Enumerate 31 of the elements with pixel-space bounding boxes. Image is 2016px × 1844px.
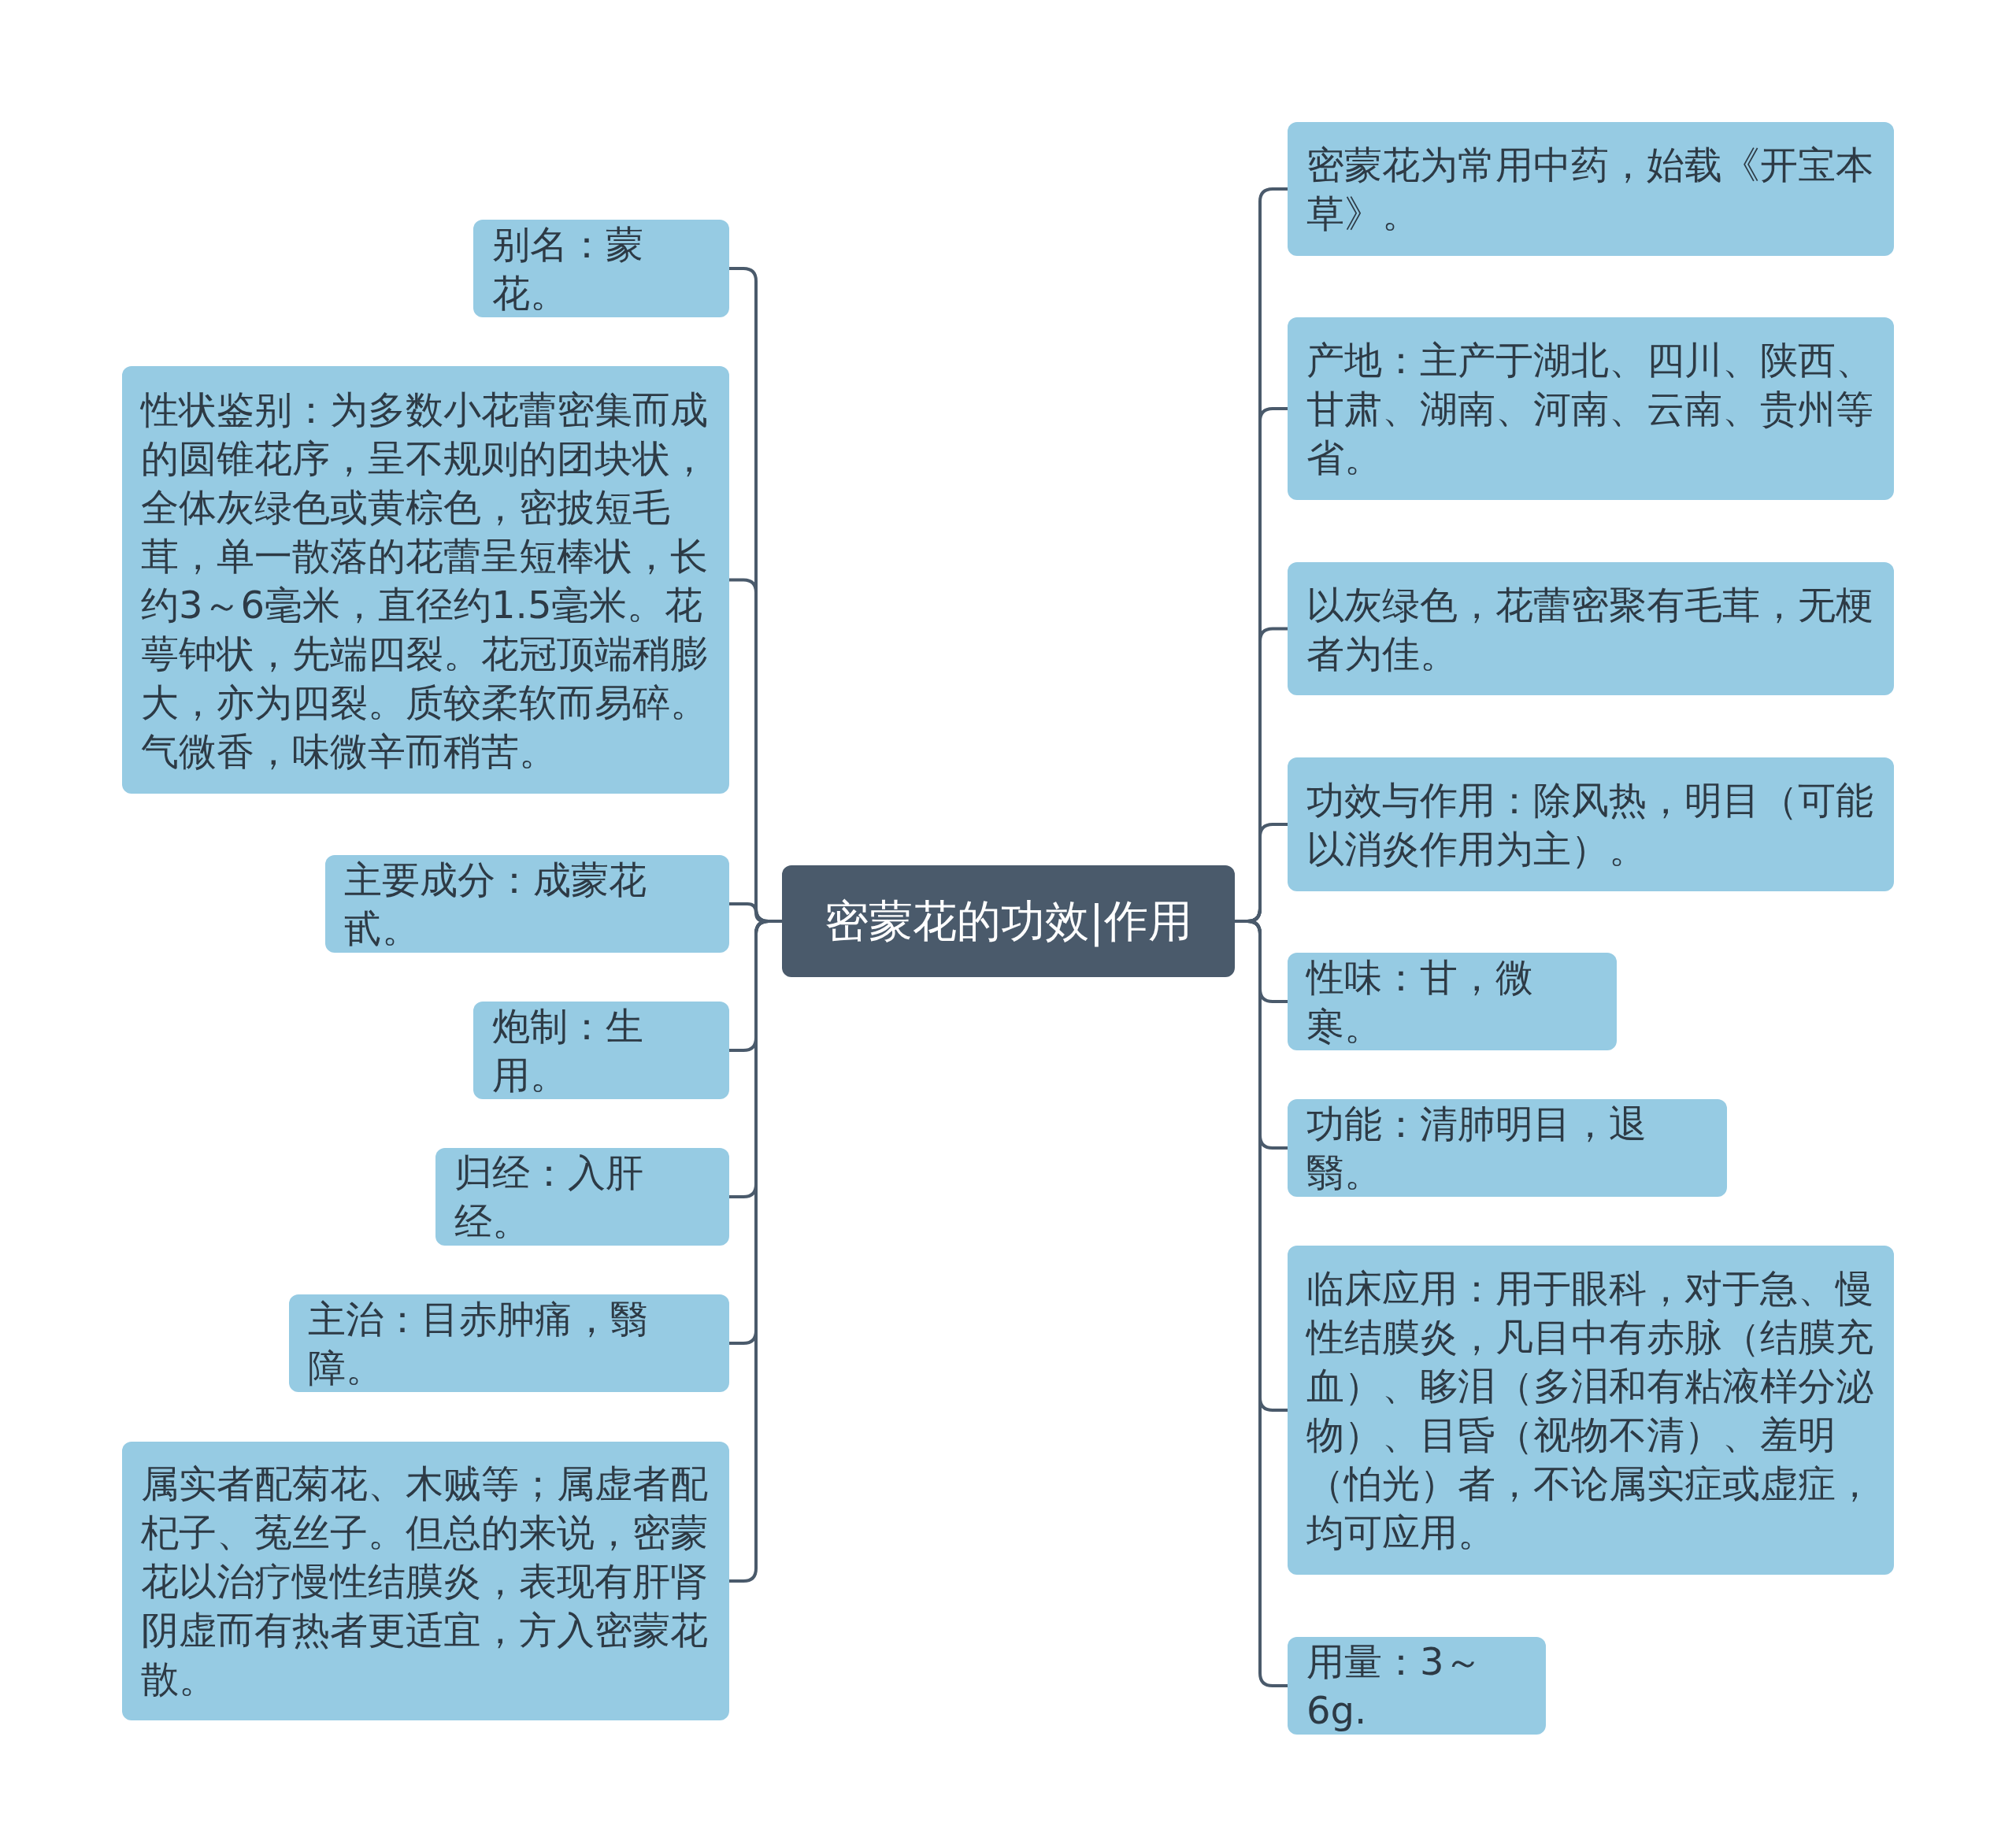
topic-box — [473, 1002, 729, 1099]
topic-text: 主要成分：成蒙花甙。 — [344, 857, 647, 952]
topic-text: 用量：3～6g. — [1306, 1638, 1483, 1734]
topic-box — [325, 855, 729, 953]
topic-box — [473, 220, 729, 317]
topic-text: 功能：清肺明目，退翳。 — [1306, 1101, 1647, 1196]
topic-box — [1288, 757, 1894, 891]
topic-text: 性味：甘，微寒。 — [1306, 954, 1534, 1050]
topic-box — [435, 1148, 729, 1246]
topic-text: 密蒙花为常用中药，始载《开宝本草》。 — [1306, 142, 1874, 237]
topic-text: 产地：主产于湖北、四川、陕西、甘肃、湖南、河南、云南、贵州等省。 — [1306, 337, 1874, 481]
topic-text: 炮制：生用。 — [492, 1003, 644, 1098]
topic-box — [1288, 953, 1617, 1050]
topic-box — [1288, 317, 1894, 500]
topic-text: 属实者配菊花、木贼等；属虚者配杞子、菟丝子。但总的来说，密蒙花以治疗慢性结膜炎，表现有肝肾阴虚而有热者更适宜，方入密蒙花散。 — [141, 1461, 709, 1702]
topic-box — [122, 1442, 729, 1720]
topic-box — [289, 1294, 729, 1392]
topic-box — [1288, 1637, 1546, 1735]
central-topic-box — [782, 865, 1235, 977]
topic-text: 功效与作用：除风热，明目（可能以消炎作用为主）。 — [1306, 777, 1874, 872]
topic-box — [1288, 562, 1894, 695]
topic-text: 以灰绿色，花蕾密聚有毛茸，无梗者为佳。 — [1306, 581, 1874, 677]
topic-box — [1288, 1099, 1727, 1197]
central-topic-text: 密蒙花的功效|作用 — [825, 897, 1192, 946]
topic-text: 临床应用：用于眼科，对于急、慢性结膜炎，凡目中有赤脉（结膜充血）、眵泪（多泪和有粘液样分泌物）、目昏（视物不清）、羞明（怕光）者，不论属实症或虚症，均可应用。 — [1306, 1265, 1874, 1556]
topic-text: 别名：蒙花。 — [492, 221, 644, 317]
topic-text: 主治：目赤肿痛，翳障。 — [308, 1296, 649, 1391]
topic-text: 性状鉴别：为多数小花蕾密集而成的圆锥花序，呈不规则的团块状，全体灰绿色或黄棕色，密披短毛茸，单一散落的花蕾呈短棒状，长约3～6毫米，直径约1.5毫米。花萼钟状，先端四裂。花冠顶端稍膨大，亦为四裂。质较柔软而易碎。气微香，味微辛而稍苦。 — [141, 386, 709, 775]
topic-box — [1288, 1246, 1894, 1575]
topic-box — [1288, 122, 1894, 256]
topic-text: 归经：入肝经。 — [454, 1150, 644, 1245]
